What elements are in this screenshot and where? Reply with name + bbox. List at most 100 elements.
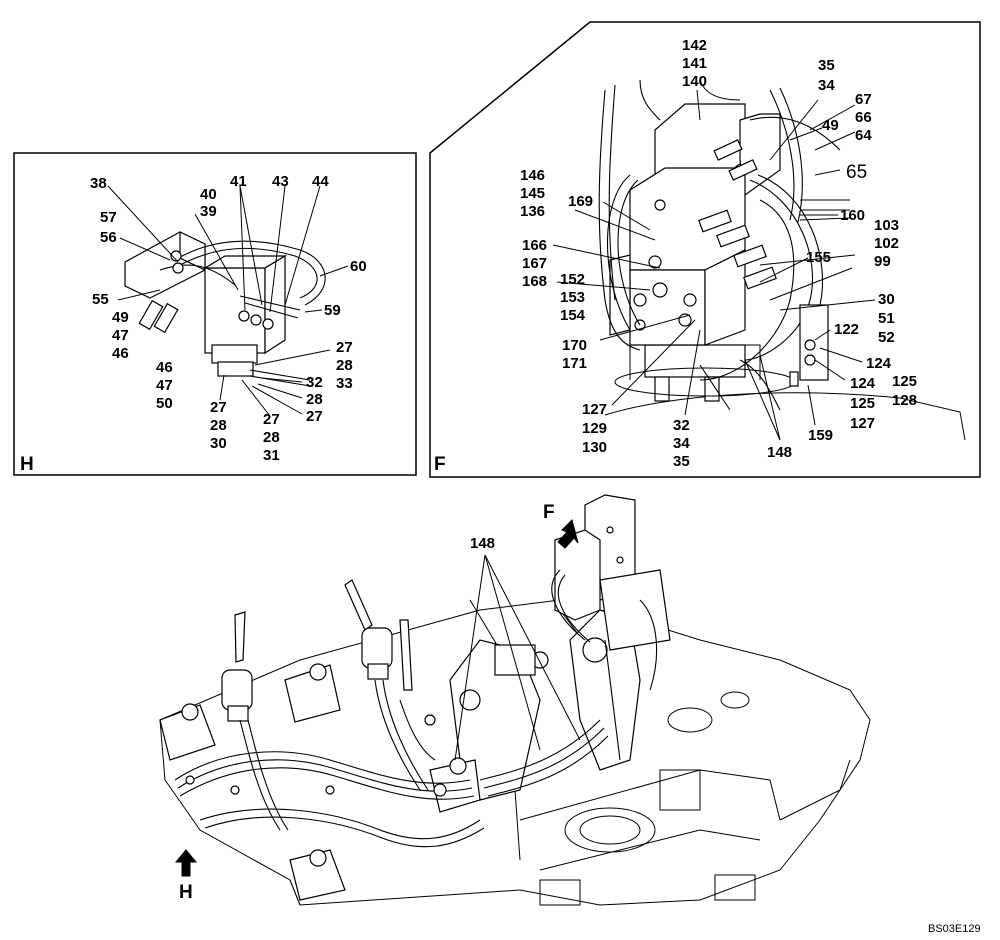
callout-124: 124 (866, 355, 892, 372)
callout-38: 38 (90, 175, 107, 192)
callout-49: 49 (822, 117, 839, 134)
callout-32: 32 (306, 374, 323, 391)
main-leader-lines (454, 554, 581, 761)
detail-h-letter: H (20, 454, 34, 475)
callout-55: 55 (92, 291, 109, 308)
callout-60: 60 (350, 258, 367, 275)
callout-166: 166 (522, 237, 547, 254)
callout-44: 44 (312, 173, 329, 190)
callout-148-main: 148 (470, 535, 495, 552)
callout-146: 146 (520, 167, 545, 184)
callout-28: 28 (336, 357, 353, 374)
callout-32: 32 (673, 417, 690, 434)
callout-49: 49 (112, 309, 129, 326)
arrow-f-icon (557, 519, 579, 549)
callout-51: 51 (878, 310, 895, 327)
callout-102: 102 (874, 235, 899, 252)
callout-154: 154 (560, 307, 586, 324)
arrow-h-icon (174, 849, 198, 877)
callout-159: 159 (808, 427, 833, 444)
main-control-levers (221, 579, 413, 722)
callout-171: 171 (562, 355, 587, 372)
callout-168: 168 (522, 273, 547, 290)
callout-view-h: H (179, 882, 193, 903)
callout-30: 30 (878, 291, 895, 308)
callout-39: 39 (200, 203, 217, 220)
callout-148: 148 (767, 444, 792, 461)
detail-h-callouts: 38 57 56 40 39 41 43 44 60 55 59 49 47 4… (90, 173, 367, 464)
drawing-id: BS03E129 (928, 923, 981, 935)
callout-125: 125 (892, 373, 917, 390)
callout-153: 153 (560, 289, 585, 306)
callout-46: 46 (112, 345, 129, 362)
detail-f-hoses (598, 79, 851, 411)
callout-142: 142 (682, 37, 707, 54)
callout-99: 99 (874, 253, 891, 270)
callout-59: 59 (324, 302, 341, 319)
callout-155: 155 (806, 249, 831, 266)
callout-136: 136 (520, 203, 545, 220)
detail-h-frame (13, 152, 417, 476)
callout-103: 103 (874, 217, 899, 234)
main-console-bases (159, 663, 481, 901)
callout-28: 28 (306, 391, 323, 408)
callout-31: 31 (263, 447, 280, 464)
callout-125: 125 (850, 395, 875, 412)
callout-28: 28 (210, 417, 227, 434)
callout-167: 167 (522, 255, 547, 272)
main-valve-block (551, 494, 671, 691)
callout-127: 127 (582, 401, 607, 418)
callout-35: 35 (673, 453, 690, 470)
detail-f-panel: F (429, 21, 981, 478)
main-assembly-view: 148 F H (159, 494, 871, 906)
callout-27: 27 (306, 408, 323, 425)
callout-56: 56 (100, 229, 117, 246)
detail-h-valve-assembly (124, 231, 326, 387)
callout-35: 35 (818, 57, 835, 74)
callout-169: 169 (568, 193, 593, 210)
callout-47: 47 (112, 327, 129, 344)
callout-34: 34 (673, 435, 690, 452)
callout-27: 27 (210, 399, 227, 416)
callout-view-f: F (543, 502, 555, 523)
callout-27: 27 (263, 411, 280, 428)
callout-67: 67 (855, 91, 872, 108)
callout-65: 65 (846, 162, 867, 183)
main-view-arrows (174, 519, 579, 877)
callout-57: 57 (100, 209, 117, 226)
detail-f-leader-lines (552, 89, 876, 441)
callout-66: 66 (855, 109, 872, 126)
callout-160: 160 (840, 207, 865, 224)
detail-f-frame (429, 21, 981, 478)
callout-145: 145 (520, 185, 545, 202)
callout-141: 141 (682, 55, 707, 72)
callout-34: 34 (818, 77, 835, 94)
main-callouts: 148 F H (179, 502, 555, 903)
callout-28: 28 (263, 429, 280, 446)
callout-140: 140 (682, 73, 707, 90)
callout-43: 43 (272, 173, 289, 190)
callout-33: 33 (336, 375, 353, 392)
callout-50: 50 (156, 395, 173, 412)
detail-h-panel: H (13, 152, 417, 476)
callout-27: 27 (336, 339, 353, 356)
callout-30: 30 (210, 435, 227, 452)
detail-f-valve-stack (609, 103, 781, 346)
main-harness (174, 639, 621, 848)
detail-f-callouts: 142 141 140 35 34 67 66 64 49 65 146 145… (520, 37, 917, 470)
callout-130: 130 (582, 439, 607, 456)
callout-40: 40 (200, 186, 217, 203)
callout-46: 46 (156, 359, 173, 376)
callout-52: 52 (878, 329, 895, 346)
detail-f-letter: F (434, 454, 446, 475)
callout-122: 122 (834, 321, 859, 338)
callout-124: 124 (850, 375, 876, 392)
callout-64: 64 (855, 127, 872, 144)
callout-41: 41 (230, 173, 247, 190)
callout-129: 129 (582, 420, 607, 437)
callout-127: 127 (850, 415, 875, 432)
callout-152: 152 (560, 271, 585, 288)
callout-170: 170 (562, 337, 587, 354)
detail-h-leader-lines (107, 185, 349, 417)
